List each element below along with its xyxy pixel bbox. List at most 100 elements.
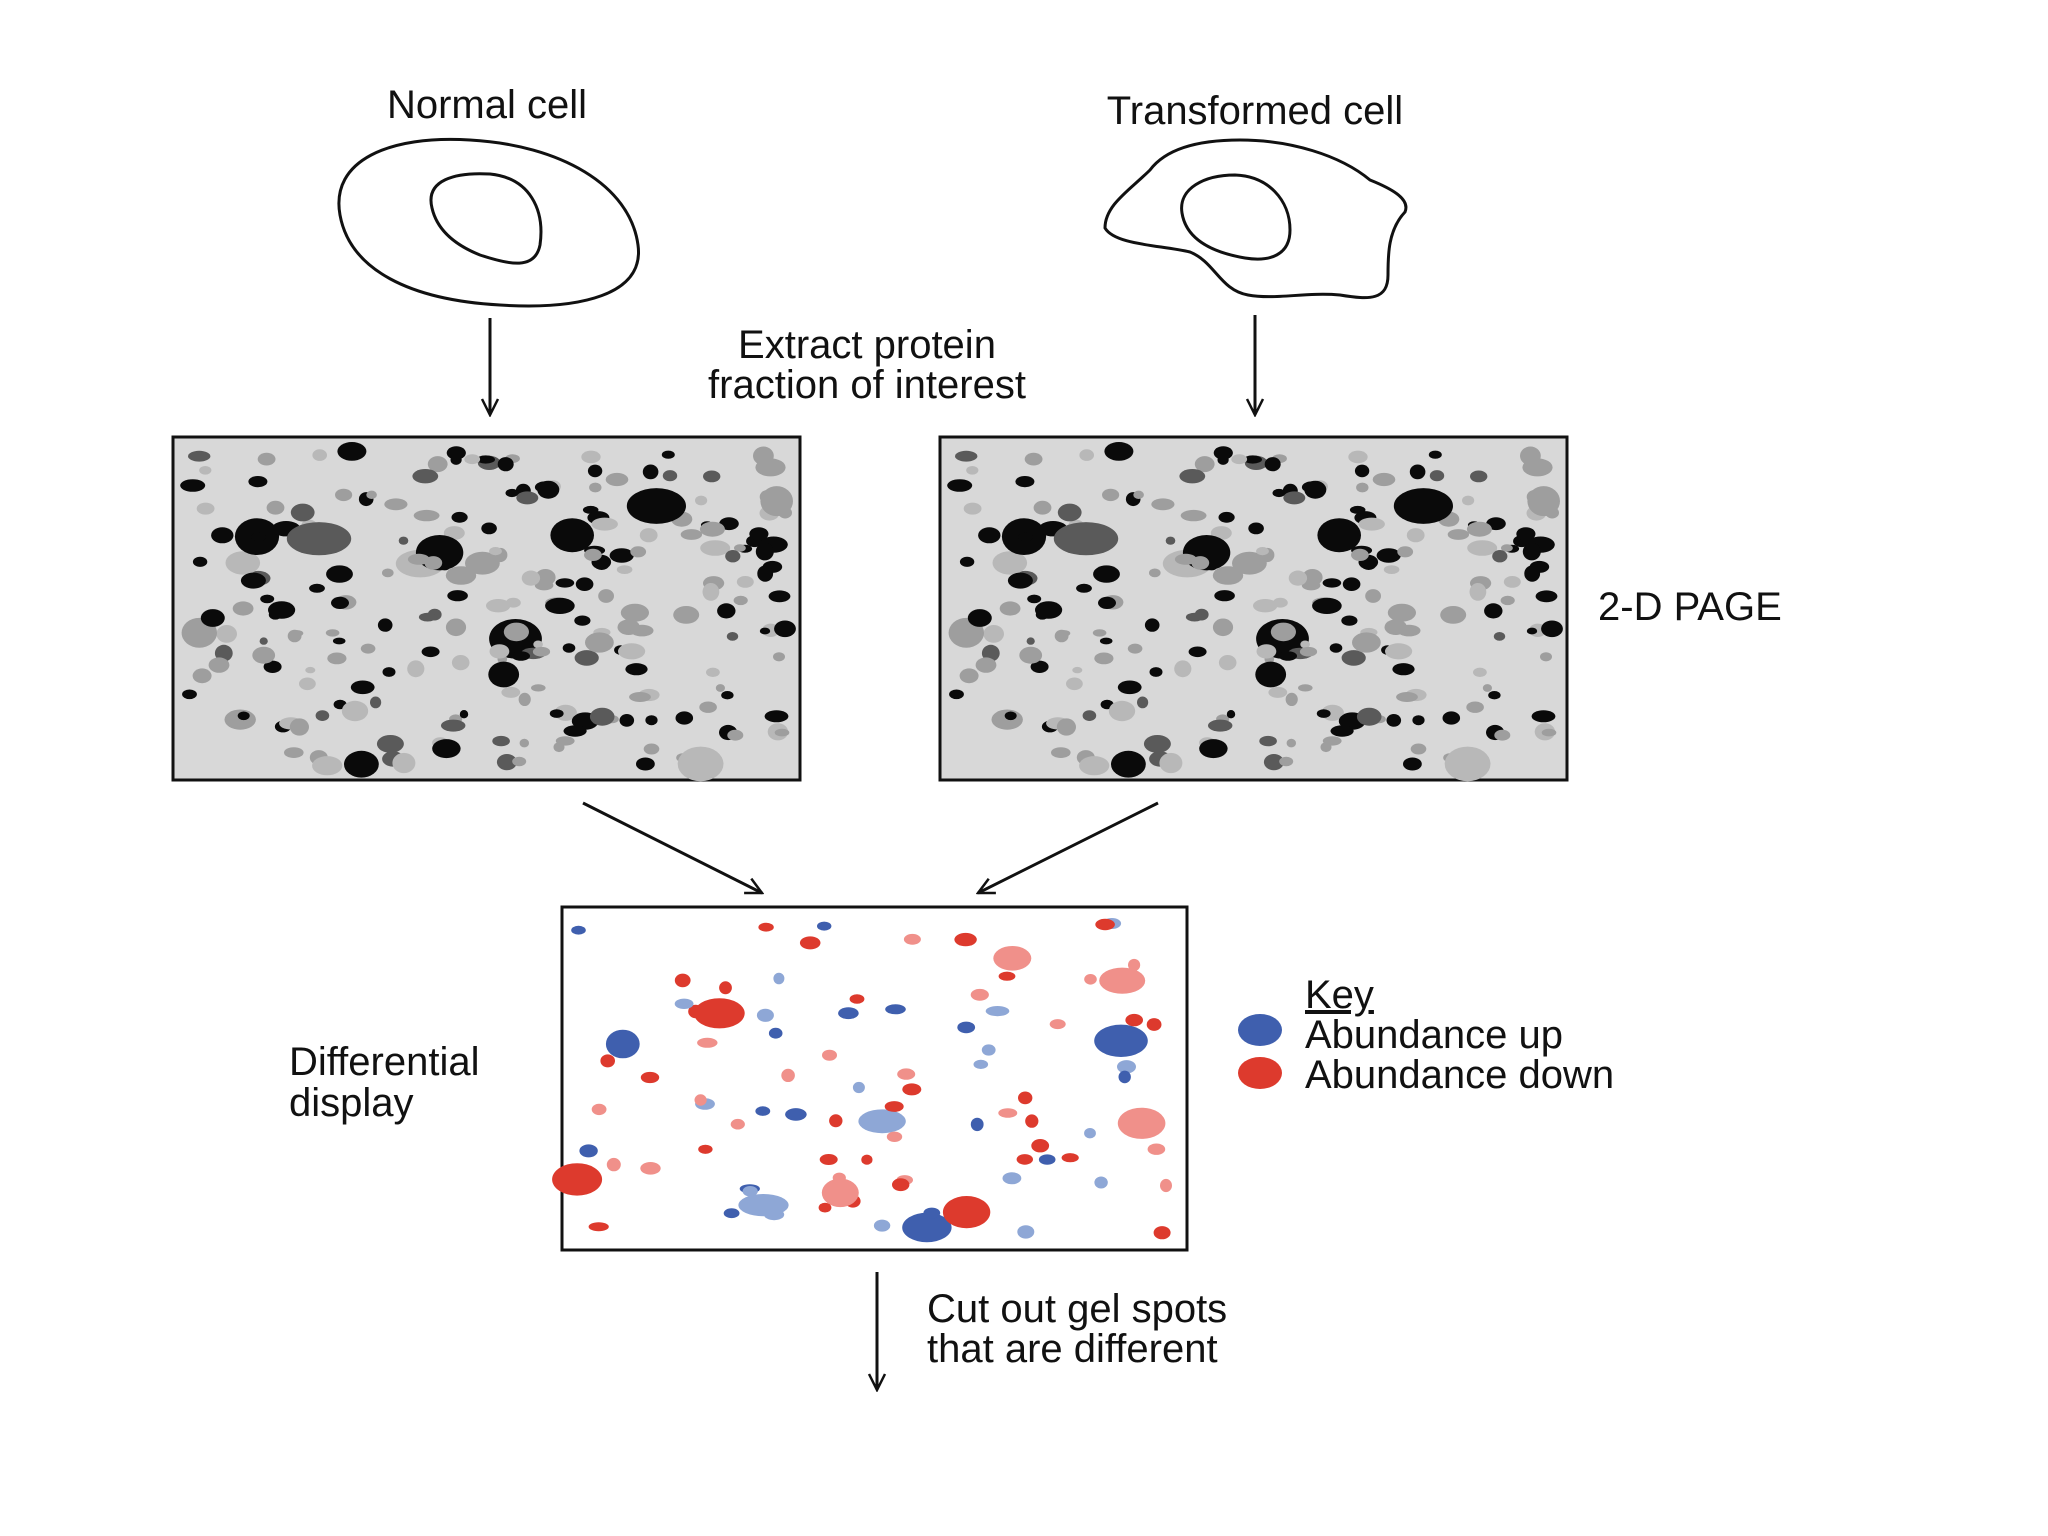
- gel-spot: [503, 622, 529, 642]
- differential-spot: [829, 1114, 843, 1128]
- gel-spot: [1393, 488, 1453, 524]
- gel-spot: [237, 711, 250, 721]
- gel-spot: [1352, 632, 1381, 653]
- differential-spot: [756, 1008, 774, 1022]
- gel-spot: [1180, 509, 1207, 522]
- gel-spot: [1396, 692, 1418, 702]
- gel-spot: [1208, 719, 1233, 732]
- differential-spot: [640, 1162, 661, 1175]
- gel-spot: [1026, 637, 1035, 645]
- gel-spot: [619, 714, 635, 727]
- differential-spot: [957, 1021, 976, 1034]
- gel-spot: [290, 503, 315, 522]
- gel-spot: [1149, 667, 1163, 677]
- differential-spot: [588, 1222, 609, 1232]
- gel-spot: [760, 486, 793, 517]
- gel-spot: [427, 456, 448, 473]
- gel-spot: [966, 466, 979, 475]
- gel-spot: [1410, 743, 1427, 755]
- gel-spot: [1018, 532, 1034, 542]
- differential-spot: [998, 1108, 1018, 1118]
- legend-title: Key: [1305, 973, 1374, 1017]
- gel-spot: [1501, 544, 1513, 552]
- gel-spot: [717, 603, 736, 619]
- gel-spot: [1263, 754, 1284, 771]
- gel-spot: [1447, 529, 1470, 540]
- gel-spot: [366, 490, 377, 499]
- gel-spot: [331, 596, 349, 610]
- gel-spot: [481, 522, 497, 535]
- differential-spot: [674, 973, 691, 988]
- legend-swatch-down: [1238, 1057, 1282, 1089]
- gel-spot: [225, 551, 261, 575]
- differential-spot: [942, 1196, 991, 1229]
- gel-spot: [1298, 684, 1313, 692]
- gel-spot: [574, 650, 599, 666]
- gel-spot: [736, 576, 754, 588]
- gel-spot: [1279, 756, 1294, 767]
- differential-spot: [1147, 1143, 1166, 1155]
- gel-spot: [1218, 511, 1235, 523]
- differential-spot: [818, 1202, 832, 1213]
- differential-spot: [886, 1131, 903, 1143]
- gel-spot: [757, 565, 774, 582]
- differential-spot: [849, 994, 865, 1004]
- gel-spot: [702, 583, 720, 601]
- gel-spot: [1232, 551, 1267, 575]
- gel-spot: [1264, 457, 1281, 472]
- gel-spot: [488, 661, 520, 688]
- gel-spot: [575, 577, 594, 591]
- gel-spot: [1535, 590, 1558, 603]
- gel-spot: [260, 594, 275, 604]
- differential-spot: [1049, 1019, 1066, 1030]
- gel-spot: [1213, 446, 1233, 460]
- gel-spot: [625, 663, 648, 676]
- gel-spot: [332, 637, 346, 645]
- gel-spot: [1283, 491, 1306, 505]
- gel-spot: [341, 700, 369, 722]
- gel-spot: [370, 696, 382, 709]
- gel-spot: [1027, 594, 1042, 604]
- gel-spot: [1151, 498, 1175, 511]
- gel-spot: [1143, 735, 1171, 753]
- gel-spot: [465, 551, 500, 575]
- gel-spot: [252, 646, 276, 664]
- gel-spot: [511, 651, 530, 661]
- differential-spot: [923, 1207, 941, 1219]
- gel-spot: [1397, 546, 1414, 558]
- gel-spot: [486, 599, 511, 613]
- gel-spot: [947, 479, 973, 492]
- gel-spot: [326, 565, 353, 583]
- extract-label-line2: fraction of interest: [708, 363, 1026, 407]
- gel-spot: [344, 750, 379, 778]
- differential-spot: [1094, 1176, 1108, 1189]
- gel-spot: [1259, 735, 1277, 747]
- gel-spot: [695, 495, 708, 506]
- differential-spot: [697, 1037, 718, 1048]
- gel-spot: [413, 509, 440, 522]
- gel-spot: [1299, 646, 1318, 657]
- differential-spot: [970, 988, 989, 1001]
- gel-spot: [1191, 556, 1210, 570]
- differential-spot: [1031, 1139, 1050, 1153]
- gel-spot: [1320, 742, 1332, 753]
- differential-spot: [571, 925, 586, 935]
- differential-spot: [970, 1117, 984, 1132]
- gel-spot: [289, 718, 309, 736]
- gel-spot: [585, 632, 614, 653]
- gel-spot: [489, 547, 502, 556]
- differential-spot: [1038, 1154, 1056, 1165]
- gel-spot: [1133, 490, 1144, 499]
- gel-spot: [1015, 476, 1035, 488]
- gel-spot: [1268, 686, 1288, 698]
- differential-spot: [821, 1178, 859, 1208]
- differential-spot: [723, 1208, 740, 1219]
- gel-spot: [312, 756, 343, 776]
- gel-spot: [675, 711, 694, 725]
- differential-spot: [873, 1219, 891, 1232]
- gel-spot: [764, 710, 789, 723]
- differential-spot: [768, 1027, 783, 1039]
- gel-spot: [1354, 464, 1370, 478]
- gel-spot: [978, 527, 1001, 544]
- gel-spot: [232, 601, 254, 616]
